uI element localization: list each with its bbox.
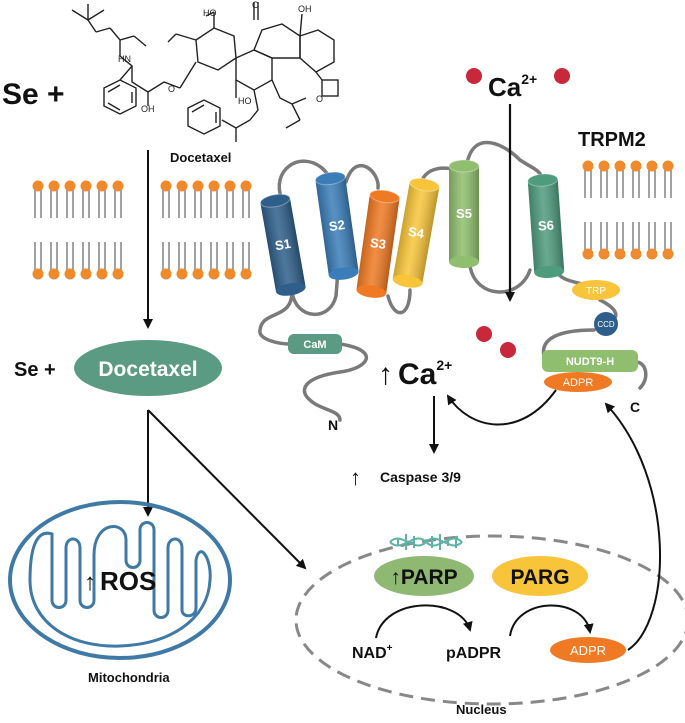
ca-ion-label: Ca2+ [488,71,537,102]
complex-docetaxel-label: Docetaxel [98,358,197,381]
helix-label-s3: S3 [369,235,387,252]
nuclear-adpr-ellipse [550,637,626,663]
helix-label-s2: S2 [328,217,346,234]
helix-s1: S1 [259,193,306,296]
trpm2-title: TRPM2 [578,129,646,151]
complex-se-label: Se + [14,359,56,381]
cell-membrane-left [32,180,252,280]
helix-label-s6: S6 [538,217,555,233]
svg-text:O: O [168,84,175,94]
phospholipid [646,160,658,260]
calcium-ions [466,68,570,358]
parg-ellipse [492,556,588,596]
phospholipid [598,160,610,260]
nuclear-adpr-label: ADPR [570,643,606,658]
adpr-activation-arrow [446,389,557,426]
ccd-label: CCD [597,320,615,329]
nucleus [294,534,685,706]
caspase-up-arrow: ↑ [350,465,361,490]
phospholipid [32,180,44,280]
parp-ellipse [374,556,474,596]
phospholipid [80,180,92,280]
cam-domain [288,334,342,354]
caspase-label: Caspase 3/9 [380,469,461,485]
nudt9h-label: NUDT9-H [566,356,614,368]
padpr-label: pADPR [446,645,502,662]
ccd-domain [594,312,618,336]
top-docetaxel-label: Docetaxel [170,150,231,165]
ros-label: ROS [100,566,156,596]
phospholipid [48,180,60,280]
c-terminus-label: C [630,399,640,415]
helix-s4: S4 [392,177,440,288]
trp-label: TRP [586,286,606,297]
svg-text:O: O [252,0,259,10]
nad-label: NAD+ [352,643,393,662]
svg-text:HO: HO [203,8,217,18]
adpr-bound-label: ADPR [563,377,594,389]
parg-reaction-arrow [509,604,594,637]
cam-label: CaM [303,339,326,351]
mitochondria-label: Mitochondria [88,670,170,685]
phospholipid [582,160,594,260]
helix-label-s1: S1 [274,236,292,254]
ca-intracellular-label: Ca2+ [398,357,452,391]
svg-text:OH: OH [141,104,155,114]
phospholipid [192,180,204,280]
helix-s6: S6 [527,173,565,278]
docetaxel-structure [71,2,339,142]
ros-up-arrow: ↑ [84,569,96,596]
top-se-label: Se + [2,78,65,111]
dna-icon [389,534,463,550]
parp-label: ↑PARP [390,566,457,589]
phospholipid [160,180,172,280]
phospholipid [224,180,236,280]
adpr-bound [544,372,612,392]
phospholipid [240,180,252,280]
phospholipid [662,160,674,260]
nucleus-label: Nucleus [456,702,507,717]
arrow-to-nucleus [147,409,307,570]
helix-label-s5: S5 [456,206,472,221]
trp-domain [572,280,620,300]
phospholipid [208,180,220,280]
helix-s5: S5 [448,159,480,268]
helix-s2: S2 [314,171,359,280]
phospholipid [614,160,626,260]
ca-up-arrow: ↑ [378,358,393,391]
helix-s3: S3 [356,189,401,298]
mitochondria [8,500,232,660]
svg-text:HN: HN [118,54,131,64]
cell-membrane-right [582,160,674,260]
svg-text:HO: HO [238,96,252,106]
parp-reaction-arrow [375,604,473,639]
docetaxel-ellipse [74,340,222,396]
phospholipid [630,160,642,260]
parg-label: PARG [510,566,569,589]
phospholipid [64,180,76,280]
svg-text:O: O [316,94,323,104]
n-terminus-label: N [328,417,338,433]
helix-label-s4: S4 [407,224,426,242]
docetaxel-atom-labels: HO OH O OH HN HO O O [118,0,323,114]
phospholipid [176,180,188,280]
phospholipid [112,180,124,280]
svg-text:OH: OH [298,4,312,14]
nudt9h-domain [542,350,638,372]
phospholipid [96,180,108,280]
adpr-to-trpm2-arrow [604,402,661,651]
